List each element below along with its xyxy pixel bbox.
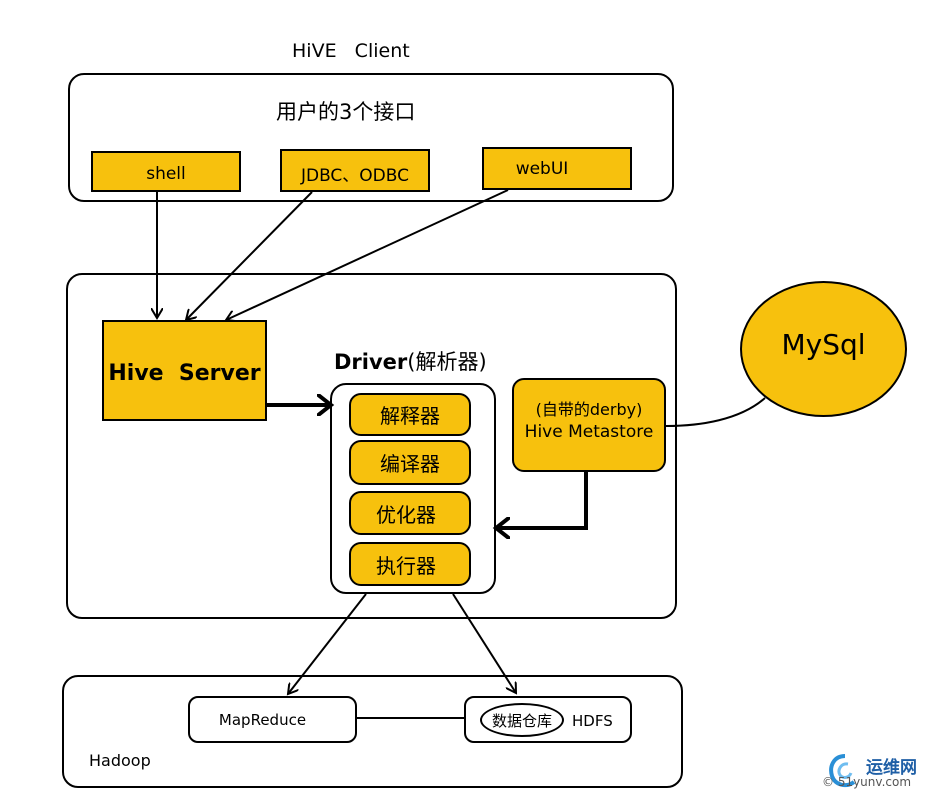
hive-metastore[interactable]: (自带的derby) Hive Metastore bbox=[512, 378, 666, 472]
driver-step-optimizer[interactable]: 优化器 bbox=[349, 491, 471, 535]
metastore-line2: Hive Metastore bbox=[524, 422, 654, 442]
data-warehouse[interactable]: 数据仓库 bbox=[480, 703, 564, 737]
mysql-label: MySql bbox=[781, 327, 866, 361]
driver-step-compiler[interactable]: 编译器 bbox=[349, 440, 471, 485]
driver-step-interpreter[interactable]: 解释器 bbox=[349, 393, 471, 436]
driver-step-label: 编译器 bbox=[380, 452, 440, 476]
webui-interface[interactable]: webUI bbox=[482, 147, 632, 190]
watermark-text: 运维网 bbox=[866, 758, 917, 778]
driver-title-suffix: (解析器) bbox=[407, 350, 487, 374]
driver-title-bold: Driver bbox=[334, 350, 408, 374]
line-metastore-to-mysql bbox=[665, 397, 766, 427]
driver-step-label: 执行器 bbox=[376, 553, 436, 578]
watermark-subtext: © 51yunv.com bbox=[822, 775, 912, 789]
data-warehouse-label: 数据仓库 bbox=[491, 711, 552, 730]
arrow-jdbc-to-server bbox=[186, 191, 313, 320]
watermark-logo: 运维网 © 51yunv.com bbox=[822, 750, 926, 795]
client-heading: 用户的3个接口 bbox=[276, 100, 416, 124]
mapreduce-node[interactable]: MapReduce bbox=[188, 696, 357, 743]
driver-step-executor[interactable]: 执行器 bbox=[349, 542, 471, 586]
driver-step-label: 解释器 bbox=[380, 404, 440, 428]
driver-title: Driver(解析器) bbox=[334, 346, 487, 376]
server-container bbox=[66, 273, 677, 619]
watermark-swirl-icon bbox=[829, 754, 856, 788]
metastore-line1: (自带的derby) bbox=[535, 400, 643, 419]
jdbc-odbc-interface[interactable]: JDBC、ODBC bbox=[280, 149, 430, 192]
client-title: HiVE Client bbox=[292, 40, 410, 62]
driver-container bbox=[330, 383, 496, 594]
mapreduce-label: MapReduce bbox=[218, 710, 307, 729]
hdfs-label: HDFS bbox=[572, 712, 613, 730]
jdbc-odbc-label: JDBC、ODBC bbox=[300, 166, 410, 186]
arrow-metastore-to-driver bbox=[496, 472, 588, 528]
shell-interface[interactable]: shell bbox=[91, 151, 241, 192]
hive-server-label: Hive Server bbox=[108, 361, 261, 386]
webui-label: webUI bbox=[515, 158, 569, 179]
driver-step-label: 优化器 bbox=[376, 502, 436, 527]
arrow-driver-to-mapreduce bbox=[288, 593, 367, 694]
hive-server[interactable]: Hive Server bbox=[102, 320, 267, 421]
hdfs-node[interactable]: 数据仓库 HDFS bbox=[464, 696, 632, 743]
shell-label: shell bbox=[146, 163, 186, 184]
client-container bbox=[68, 73, 674, 202]
hadoop-container bbox=[62, 675, 683, 788]
mysql-database[interactable]: MySql bbox=[740, 281, 907, 417]
arrow-webui-to-server bbox=[226, 189, 509, 320]
hadoop-label: Hadoop bbox=[89, 751, 151, 770]
